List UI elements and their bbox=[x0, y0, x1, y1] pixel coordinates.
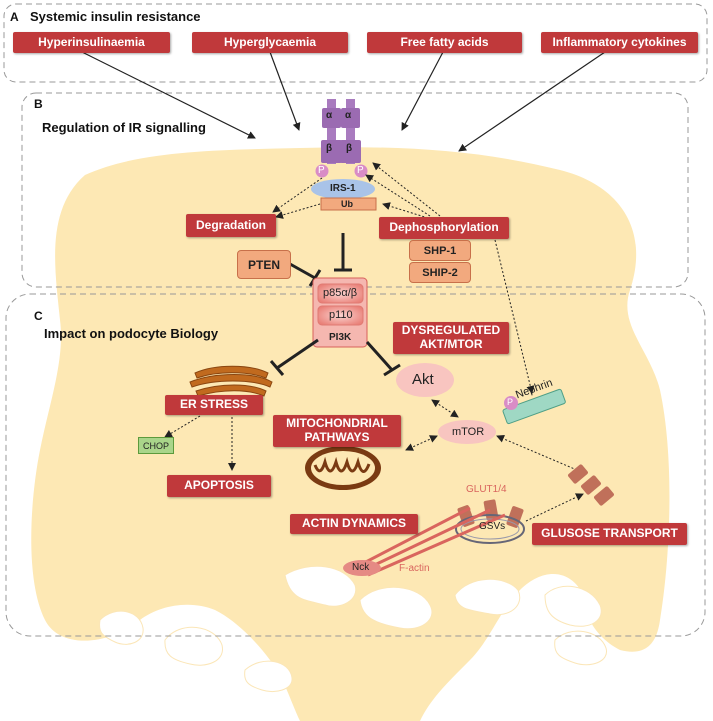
arrow-hyperglycaemia bbox=[269, 51, 301, 131]
receptor-phospho-right: P bbox=[357, 165, 364, 176]
section-b-title: Regulation of IR signalling bbox=[42, 120, 206, 135]
receptor-beta-left: β bbox=[326, 143, 333, 154]
akt-label: Akt bbox=[412, 371, 434, 388]
degradation-box: Degradation bbox=[186, 214, 276, 237]
ub-label: Ub bbox=[341, 199, 353, 209]
er-stress-box: ER STRESS bbox=[165, 395, 263, 415]
factor-free-fatty-acids: Free fatty acids bbox=[367, 32, 522, 53]
apoptosis-box: APOPTOSIS bbox=[167, 475, 271, 497]
akt-mtor-line1: DYSREGULATED bbox=[401, 323, 501, 338]
receptor-beta-right: β bbox=[346, 143, 353, 154]
irs1-label: IRS-1 bbox=[330, 183, 356, 194]
nck-label: Nck bbox=[352, 562, 370, 573]
receptor-alpha-left: α bbox=[326, 110, 333, 121]
akt-node bbox=[396, 363, 454, 397]
dysregulated-akt-mtor-box: DYSREGULATED AKT/MTOR bbox=[393, 322, 509, 354]
mtor-label: mTOR bbox=[452, 426, 485, 438]
section-a-letter: A bbox=[10, 10, 19, 24]
ub-box bbox=[320, 197, 377, 211]
insulin-receptor bbox=[315, 99, 368, 178]
arrow-hyperinsulinaemia bbox=[81, 51, 256, 139]
foot-processes bbox=[99, 565, 607, 692]
arrow-free-fatty-acids bbox=[401, 51, 444, 131]
mito-line1: MITOCHONDRIAL bbox=[286, 416, 388, 431]
shp2-box: SHIP-2 bbox=[409, 262, 471, 283]
nephrin-phospho: P bbox=[507, 397, 514, 407]
p85-label: p85α/β bbox=[323, 287, 358, 299]
dephosphorylation-box: Dephosphorylation bbox=[379, 217, 509, 239]
section-a-title: Systemic insulin resistance bbox=[30, 9, 201, 24]
factin-label: F-actin bbox=[399, 563, 430, 574]
akt-mtor-line2: AKT/MTOR bbox=[419, 337, 483, 351]
actin-filaments bbox=[359, 506, 506, 577]
receptor-phospho-left: P bbox=[318, 165, 325, 176]
p110-label: p110 bbox=[329, 309, 353, 321]
factor-hyperglycaemia: Hyperglycaemia bbox=[192, 32, 348, 53]
chop-box: CHOP bbox=[138, 437, 174, 454]
section-c-title: Impact on podocyte Biology bbox=[44, 326, 219, 341]
mtor-node bbox=[438, 420, 496, 444]
factor-hyperinsulinaemia: Hyperinsulinaemia bbox=[13, 32, 170, 53]
factor-inflammatory-cytokines: Inflammatory cytokines bbox=[541, 32, 698, 53]
arrow-inflammatory-cytokines bbox=[458, 51, 606, 152]
glut-label: GLUT1/4 bbox=[466, 484, 507, 495]
nephrin-bar bbox=[502, 388, 566, 425]
er-organelle bbox=[189, 365, 273, 397]
mito-line2: PATHWAYS bbox=[304, 430, 370, 444]
receptor-alpha-right: α bbox=[345, 110, 352, 121]
pi3k-label: PI3K bbox=[329, 332, 352, 343]
section-b-box bbox=[21, 92, 689, 288]
pten-box: PTEN bbox=[237, 250, 291, 279]
actin-dynamics-box: ACTIN DYNAMICS bbox=[290, 514, 418, 534]
nck-node bbox=[343, 560, 381, 576]
irs1-ellipse bbox=[311, 179, 375, 199]
section-a-box bbox=[3, 3, 708, 83]
mitochondrion bbox=[305, 446, 381, 490]
gsvs-label: GSVs bbox=[479, 521, 506, 532]
section-b-letter: B bbox=[34, 97, 43, 111]
gsv-vesicle bbox=[455, 514, 525, 544]
shp1-box: SHP-1 bbox=[409, 240, 471, 261]
mitochondrial-pathways-box: MITOCHONDRIAL PATHWAYS bbox=[273, 415, 401, 447]
section-c-letter: C bbox=[34, 309, 43, 323]
glucose-transport-box: GLUSOSE TRANSPORT bbox=[532, 523, 687, 545]
